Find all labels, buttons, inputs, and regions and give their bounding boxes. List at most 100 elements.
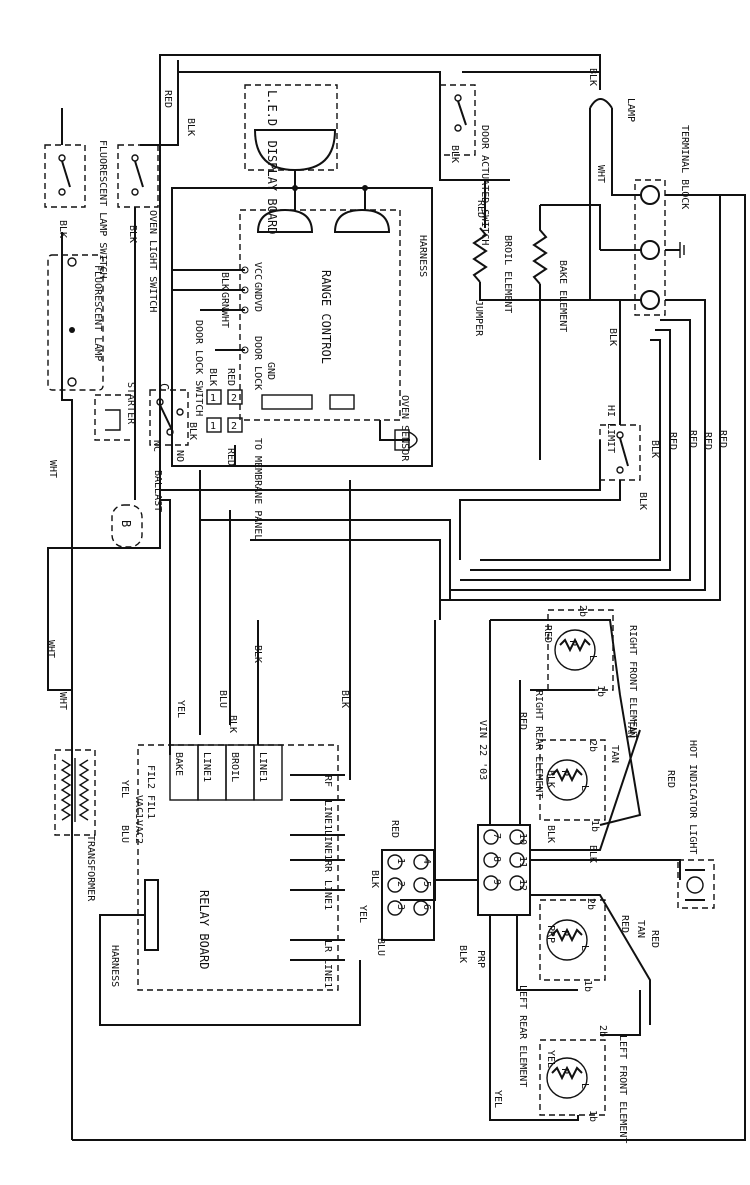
terminal-number-11: 11 [517,856,528,868]
element-terminal-t1b-1: 1b [595,685,606,697]
element-terminal-t2b-0: 2b [577,605,588,617]
right-front-element-label: RIGHT FRONT ELEMENT [627,625,638,739]
element-terminal-t1b-3: 1b [589,820,600,832]
relay-line1-d-label: LINE1 [322,880,333,910]
element-terminal-t2b-2: 2b [587,740,598,752]
gnd2-pin-label: GND [265,362,276,380]
right-rear-element: RIGHT REAR ELEMENT [533,690,606,821]
wire-label-wht-5: WHT [45,640,56,658]
wire-label-red-15: RED [687,430,698,448]
wire-label-yel-49: YEL [545,1050,556,1068]
relay-line1-f-label: LINE1 [322,830,333,860]
wire-label-red-43: RED [665,770,676,788]
hot-indicator-light: HOT INDICATOR LIGHT [677,740,715,909]
starter: STARTER [94,382,136,441]
starter-label: STARTER [125,382,136,425]
wire-label-red-10: RED [475,200,486,218]
hot-indicator-light-label: HOT INDICATOR LIGHT [687,740,698,854]
oven-sensor-label: OVEN SENSOR [399,395,410,462]
terminal-block: TERMINAL BLOCK [634,125,690,316]
element-terminal-tl-9: L [587,655,598,661]
wire-label-blk-18: BLK [219,272,230,290]
wire-label-tan-41: TAN [609,745,620,763]
wire-label-blu-51: BLU [119,825,130,843]
relay-board-label: RELAY BOARD [197,890,211,969]
wire-label-red-0: RED [162,90,173,108]
ballast-label: BALLAST [152,470,163,512]
terminal-strip-left [381,849,435,941]
wire-label-blk-9: BLK [449,145,460,163]
door-switch-c-label: C [157,383,171,390]
wire-label-blk-21: BLK [207,368,218,386]
wire-label-red-37: RED [542,625,553,643]
wire-label-blk-23: BLK [187,422,198,440]
range-control-label: RANGE CONTROL [319,270,333,364]
wire-label-red-38: RED [517,712,528,730]
wire-label-blk-39: BLK [545,770,556,788]
relay-vac2-label: VAC2 [133,820,144,844]
relay-vac1-label: VAC1 [133,795,144,819]
terminal-number-1: 1 [395,858,406,864]
terminal-number-12: 12 [517,879,528,891]
wire-label-grn-19: GRN [219,292,230,310]
wire-label-wht-4: WHT [47,460,58,478]
relay-line1-e-label: LINE1 [322,958,333,988]
terminal-block-label: TERMINAL BLOCK [679,125,690,209]
terminal-number-3: 3 [395,904,406,910]
wire-label-red-30: RED [389,820,400,838]
wire-label-blk-27: BLK [227,715,238,733]
wire-label-yel-50: YEL [119,780,130,798]
relay-line1-c-label: LINE1 [322,800,333,830]
relay-rr-label: RR [322,860,333,873]
broil-element-label: BROIL ELEMENT [502,235,513,313]
door-switch-no-label: NO [174,450,185,462]
terminal-1b-label: 1 [210,421,216,432]
broil-element: BROIL ELEMENT JUMPER [472,180,590,337]
terminal-1-label: 1 [210,393,216,404]
wire-label-blu-26: BLU [217,690,228,708]
terminal-number-5: 5 [421,881,432,887]
ballast-b-label: B [119,520,133,527]
display-board-label: L.E.D. DISPLAY BOARD [265,90,279,235]
wire-label-blk-13: BLK [649,440,660,458]
harness-top-label: HARNESS [417,235,428,277]
element-terminal-tl-11: L [579,785,590,791]
bake-element-label: BAKE ELEMENT [557,260,568,332]
wire-label-wht-6: WHT [57,692,68,710]
wire-label-blk-34: BLK [457,945,468,963]
terminal-number-10: 10 [517,833,528,845]
wire-label-red-14: RED [667,432,678,450]
terminal-number-4: 4 [421,858,432,864]
wire-label-blk-29: BLK [339,690,350,708]
relay-fil2-label: FIL2 [145,765,156,789]
terminal-number-2: 2 [395,881,406,887]
wire-label-yel-25: YEL [175,700,186,718]
fluorescent-lamp-label: FLUORESCENT LAMP [92,265,103,361]
door-lock-terminals: 1 2 1 2 [206,389,243,433]
wire-label-red-24: RED [225,448,236,466]
harness-bus [160,440,601,901]
relay-broil-label: BROIL [229,752,240,782]
relay-rf-label: RF [322,775,333,787]
terminal-strip-right [477,824,531,916]
gnd-pin-label: GND [252,282,263,300]
wire-label-blk-2: BLK [57,220,68,238]
wire-label-yel-36: YEL [492,1090,503,1108]
transformer: TRANSFORMER [54,749,96,902]
bake-element: BAKE ELEMENT [532,204,601,460]
wire-label-blk-12: BLK [637,492,648,510]
door-actuated-switch: DOOR ACTUATED SWITCH [439,84,490,245]
wire-label-wht-20: WHT [219,310,230,328]
wire-label-red-46: RED [619,915,630,933]
oven-light-switch: OVEN LIGHT SWITCH [117,144,159,312]
element-terminal-tl-13: L [579,945,590,951]
element-terminal-tl-15: L [579,1083,590,1089]
range-control: RANGE CONTROL HARNESS OVEN SENSOR TO MEM… [171,187,433,540]
vd-pin-label: VD [252,300,263,312]
terminal-number-6: 6 [421,904,432,910]
harness-bottom: HARNESS [99,879,361,1026]
wire-label-tan-47: TAN [635,920,646,938]
wire-label-blu-33: BLU [375,938,386,956]
outer-wiring [47,54,746,1141]
